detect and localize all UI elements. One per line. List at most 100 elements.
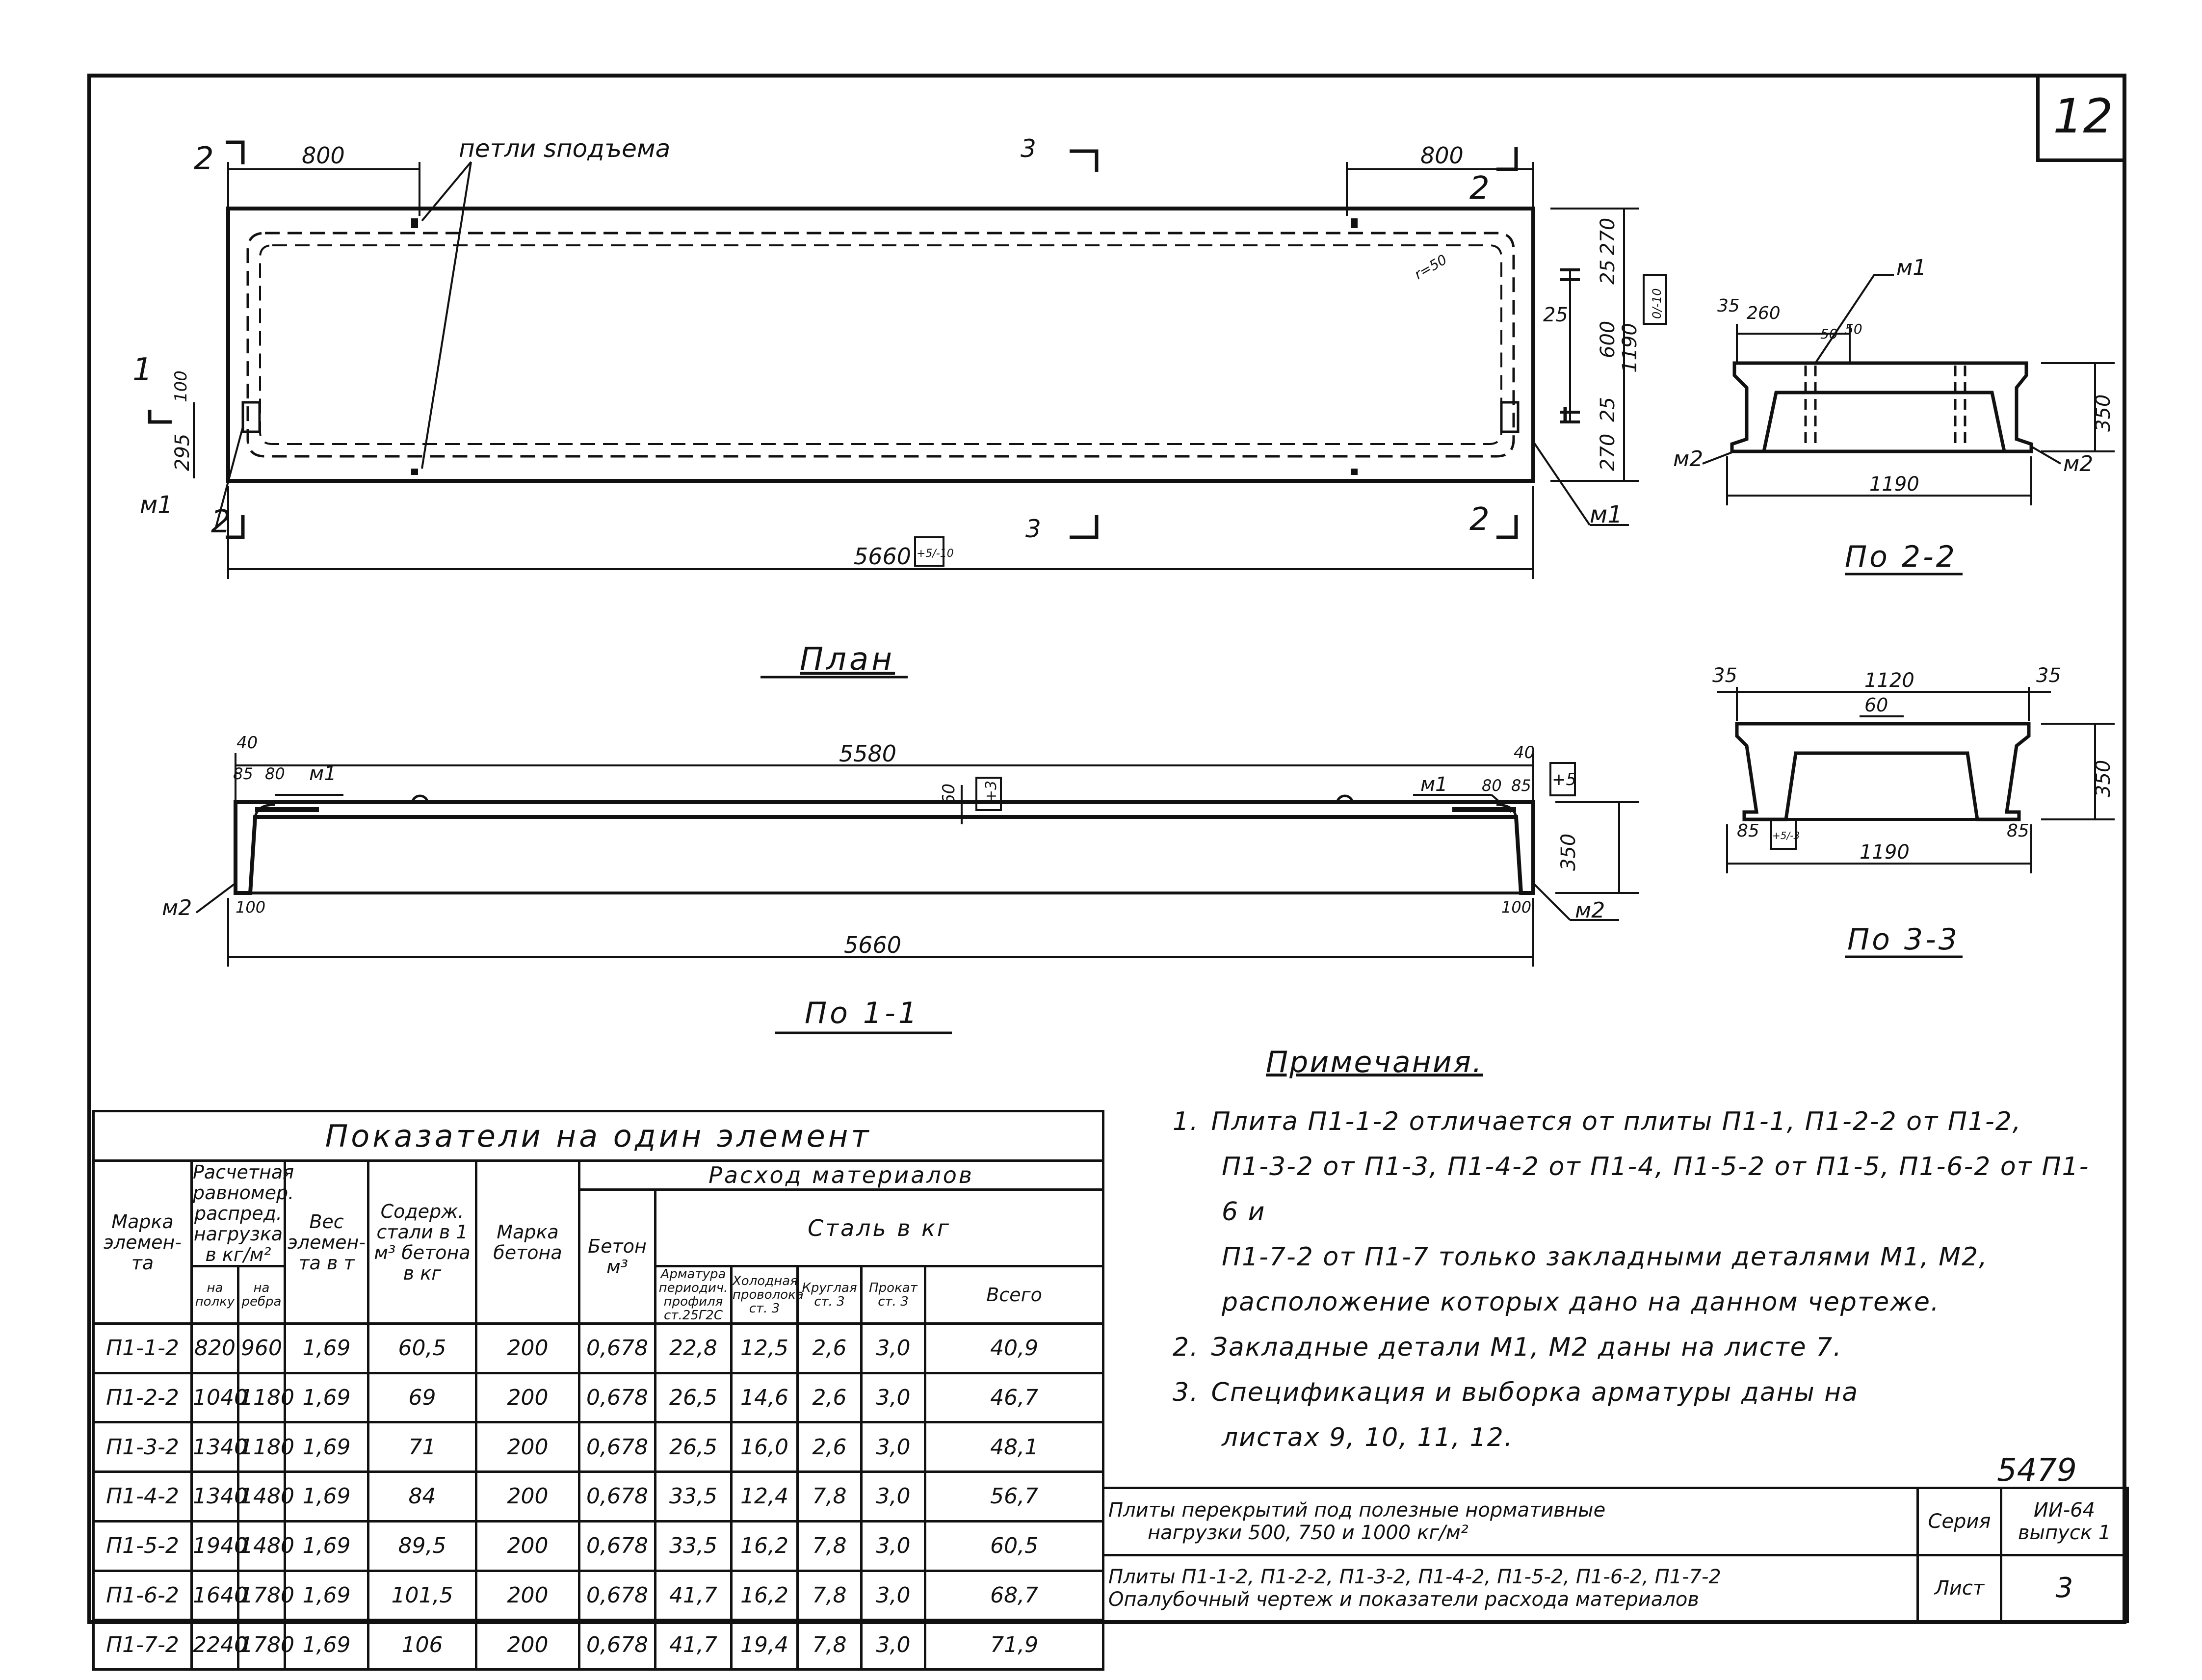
section-3-3 bbox=[1717, 687, 2115, 958]
plan-m1-right: м1 bbox=[1590, 501, 1623, 528]
section-mark-2-bottom-left: 2 bbox=[211, 504, 231, 540]
stamp-sheet-line-1: Плиты П1-1-2, П1-2-2, П1-3-2, П1-4-2, П1… bbox=[1108, 1566, 1721, 1589]
note-2-line-1: Закладные детали М1, М2 даны на листе 7. bbox=[1211, 1333, 1842, 1362]
section-mark-1: 1 bbox=[132, 352, 153, 388]
sheet-number: 12 bbox=[2036, 74, 2126, 162]
section-mark-3-bottom: 3 bbox=[1025, 515, 1041, 543]
section-1-1 bbox=[195, 753, 1639, 967]
stamp-list-label: Лист bbox=[1916, 1553, 2002, 1623]
section-1-1-tol: +5 bbox=[1552, 770, 1576, 789]
section-3-3-side-right: 35 bbox=[2036, 664, 2061, 687]
col-load-shelf: на полку bbox=[190, 1265, 239, 1325]
plan-length-tol: +5/-10 bbox=[917, 548, 954, 560]
col-mark: Марка элемен- та bbox=[92, 1159, 193, 1325]
section-2-2-dim-50-a: 50 bbox=[1820, 326, 1838, 342]
note-1: 1. Плита П1-1-2 отличается от плиты П1-1… bbox=[1173, 1099, 2095, 1325]
section-2-2-dim-50-b: 50 bbox=[1845, 321, 1862, 337]
section-1-1-top-length: 5580 bbox=[839, 740, 896, 767]
section-mark-2-top-right: 2 bbox=[1469, 170, 1490, 207]
section-2-2-height: 350 bbox=[2092, 394, 2115, 432]
note-1-line-2: П1-3-2 от П1-3, П1-4-2 от П1-4, П1-5-2 о… bbox=[1222, 1152, 2090, 1227]
col-consumption: Расход материалов bbox=[577, 1159, 1105, 1191]
section-1-1-height: 350 bbox=[1557, 834, 1580, 871]
section-1-1-dim-40-left: 40 bbox=[236, 733, 258, 753]
section-2-2-title: По 2-2 bbox=[1845, 540, 1957, 574]
col-weight: Вес элемен- та в т bbox=[284, 1159, 369, 1325]
section-2-2-dim-35: 35 bbox=[1717, 296, 1740, 316]
stamp-list-value: 3 bbox=[2000, 1553, 2129, 1623]
plan-m1-left: м1 bbox=[140, 491, 173, 519]
plan-dim-25-b: 25 bbox=[1597, 397, 1619, 422]
notes-block: 1. Плита П1-1-2 отличается от плиты П1-1… bbox=[1173, 1099, 2095, 1460]
stamp-title-line-2: нагрузки 500, 750 и 1000 кг/м² bbox=[1148, 1521, 1468, 1544]
section-1-1-dim-80-right: 80 bbox=[1482, 776, 1502, 795]
title-block: Плиты перекрытий под полезные нормативны… bbox=[1102, 1487, 2129, 1623]
section-1-1-dim-85-right: 85 bbox=[1511, 776, 1531, 795]
stamp-sheet-name: Плиты П1-1-2, П1-2-2, П1-3-2, П1-4-2, П1… bbox=[1102, 1553, 1919, 1623]
section-1-1-dim-60: 60 bbox=[939, 784, 959, 805]
section-3-3-foot-right: 85 bbox=[2007, 821, 2029, 841]
section-2-2-m2-left: м2 bbox=[1673, 446, 1703, 472]
col-concrete-mark: Марка бетона bbox=[475, 1159, 580, 1325]
note-2-number: 2. bbox=[1173, 1333, 1199, 1362]
section-mark-3-top: 3 bbox=[1021, 134, 1036, 163]
col-steel-round: Круглая ст. 3 bbox=[796, 1265, 863, 1325]
note-3-line-2: листах 9, 10, 11, 12. bbox=[1222, 1423, 1514, 1452]
drawing-frame bbox=[87, 74, 2126, 1624]
col-concrete: Бетон м³ bbox=[578, 1188, 656, 1325]
plan-dim-270-top: 270 bbox=[1597, 218, 1619, 255]
section-3-3-foot-tol: +5/-3 bbox=[1772, 830, 1800, 841]
section-1-1-m1-left: м1 bbox=[309, 762, 337, 785]
section-3-3-title: По 3-3 bbox=[1847, 922, 1960, 957]
note-3-line-1: Спецификация и выборка арматуры даны на bbox=[1211, 1378, 1859, 1407]
note-1-number: 1. bbox=[1173, 1107, 1199, 1136]
plan-dim-100: 100 bbox=[171, 370, 191, 402]
section-3-3-top: 1120 bbox=[1864, 669, 1914, 692]
plan-dim-25-a: 25 bbox=[1597, 260, 1619, 285]
col-steel-wire: Холодная проволока ст. 3 bbox=[730, 1265, 804, 1325]
section-1-1-title: По 1-1 bbox=[805, 996, 920, 1030]
section-1-1-length: 5660 bbox=[844, 932, 901, 958]
plan-height: 1190 bbox=[1619, 323, 1641, 373]
stamp-series-value: ИИ-64 выпуск 1 bbox=[2000, 1487, 2129, 1556]
section-1-1-m2-left: м2 bbox=[162, 895, 192, 920]
section-3-3-dim-60: 60 bbox=[1864, 694, 1888, 716]
section-3-3-height: 350 bbox=[2092, 760, 2115, 797]
plan-dim-270-bottom: 270 bbox=[1597, 434, 1619, 471]
note-3: 3. Спецификация и выборка арматуры даны … bbox=[1173, 1370, 2095, 1460]
plan-height-tol: 0/-10 bbox=[1650, 288, 1664, 319]
section-mark-2-bottom-right: 2 bbox=[1469, 501, 1490, 538]
stamp-title-line-1: Плиты перекрытий под полезные нормативны… bbox=[1108, 1498, 1606, 1522]
note-1-line-4: расположение которых дано на данном черт… bbox=[1222, 1287, 1940, 1317]
plan-dim-800-right: 800 bbox=[1420, 142, 1464, 169]
col-load-rib: на ребра bbox=[237, 1265, 286, 1325]
section-1-1-dim-85-left: 85 bbox=[233, 764, 253, 783]
plan-r50: r=50 bbox=[1412, 251, 1450, 283]
section-3-3-width: 1190 bbox=[1860, 841, 1910, 864]
section-3-3-foot-left: 85 bbox=[1737, 821, 1759, 841]
notes-title: Примечания. bbox=[1266, 1045, 1483, 1079]
col-steel-total: Всего bbox=[923, 1265, 1105, 1325]
section-3-3-side-left: 35 bbox=[1712, 664, 1737, 687]
plan-title: План bbox=[800, 641, 895, 678]
plan-view bbox=[148, 140, 1667, 579]
section-2-2-m1: м1 bbox=[1896, 255, 1926, 280]
note-2: 2. Закладные детали М1, М2 даны на листе… bbox=[1173, 1325, 2095, 1370]
section-1-1-m2-right: м2 bbox=[1575, 898, 1605, 923]
section-2-2-width: 1190 bbox=[1869, 473, 1919, 496]
section-2-2-dim-260: 260 bbox=[1747, 303, 1781, 323]
note-1-line-1: Плита П1-1-2 отличается от плиты П1-1, П… bbox=[1211, 1107, 2022, 1136]
col-steel-content: Содерж. стали в 1 м³ бетона в кг bbox=[367, 1159, 477, 1325]
plan-dim-25-right: 25 bbox=[1543, 304, 1568, 326]
lift-loops-label: петли ѕподъема bbox=[459, 134, 670, 163]
archive-number: 5479 bbox=[1997, 1452, 2077, 1489]
section-mark-2-top-left: 2 bbox=[194, 141, 214, 177]
